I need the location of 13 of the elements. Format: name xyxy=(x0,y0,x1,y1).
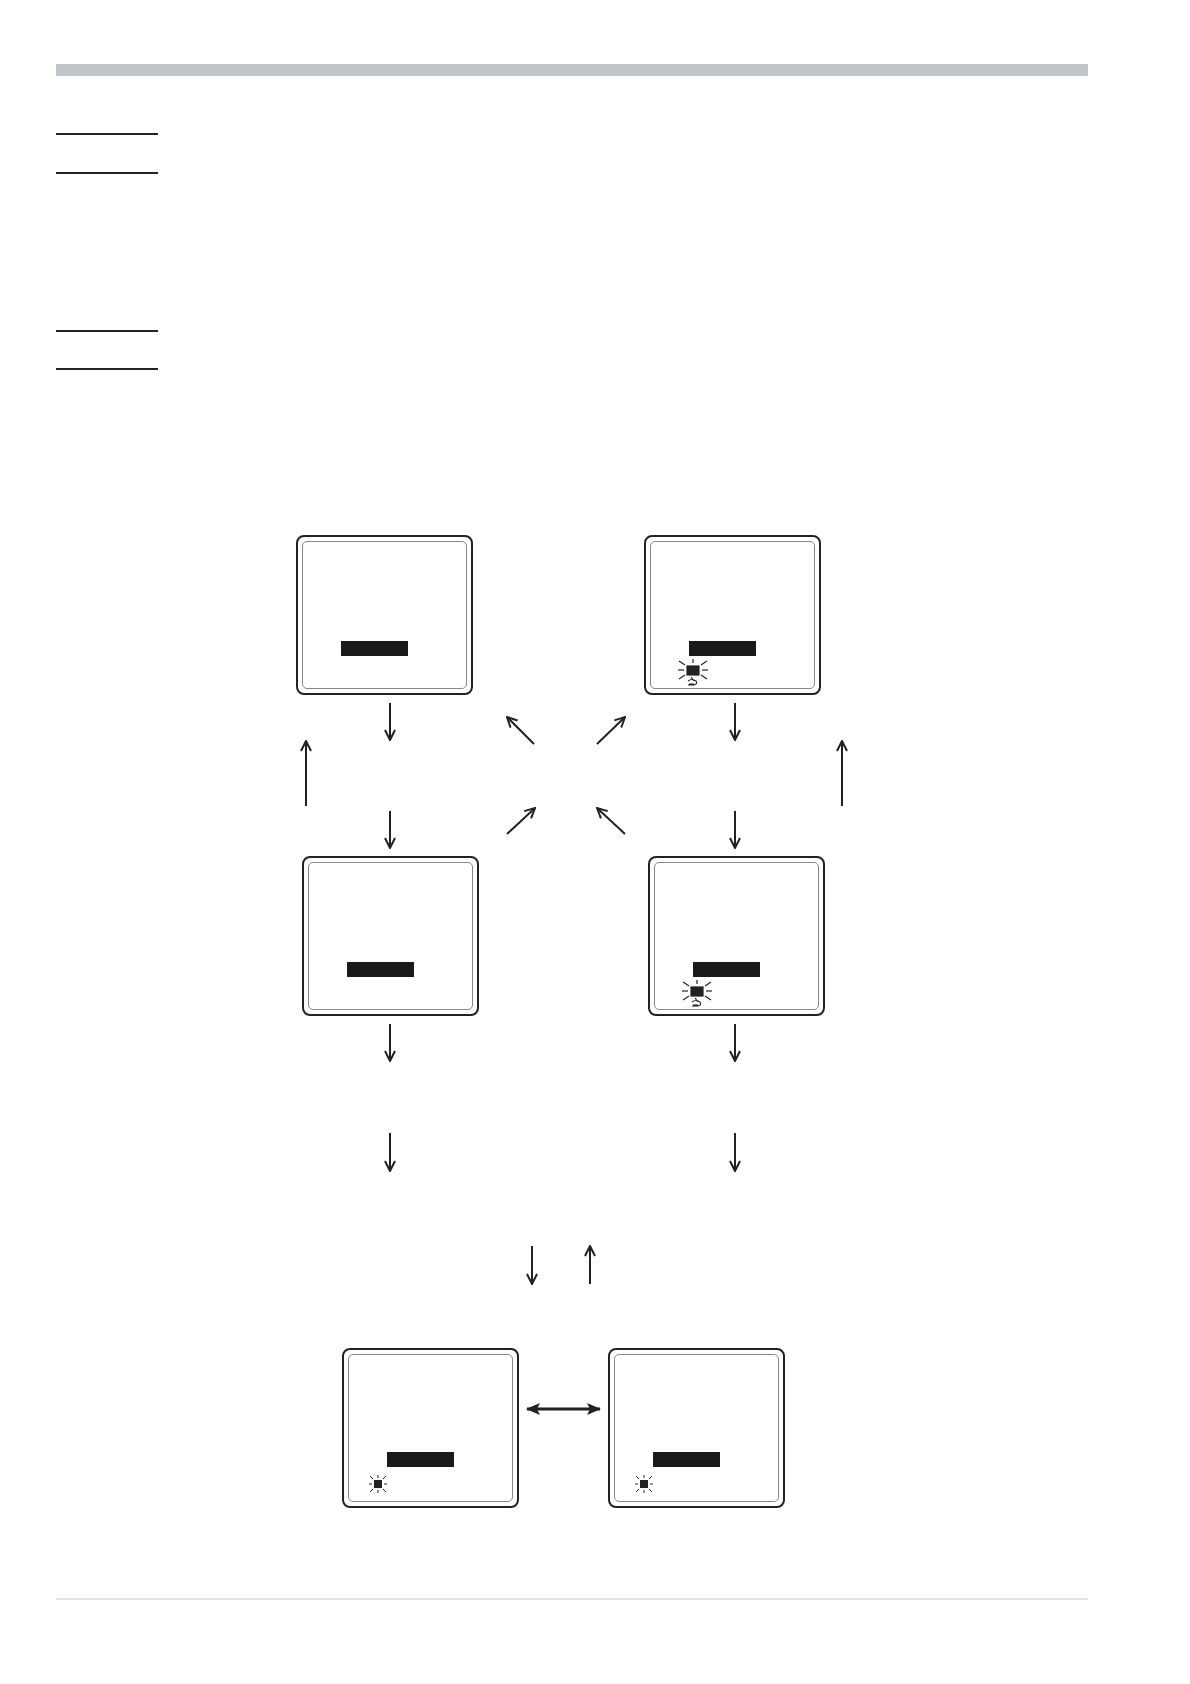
arrow xyxy=(729,810,741,849)
lcd-screen xyxy=(342,1348,519,1508)
arrow xyxy=(729,1023,741,1062)
arrow xyxy=(384,702,396,741)
arrow xyxy=(384,810,396,849)
arrow xyxy=(526,1403,601,1415)
arrow xyxy=(729,702,741,741)
arrow xyxy=(384,1023,396,1062)
lcd-screen xyxy=(608,1348,785,1508)
lcd-screen xyxy=(648,856,825,1016)
lcd-screen xyxy=(302,856,479,1016)
lcd-screen xyxy=(644,535,821,695)
lcd-screen xyxy=(296,535,473,695)
